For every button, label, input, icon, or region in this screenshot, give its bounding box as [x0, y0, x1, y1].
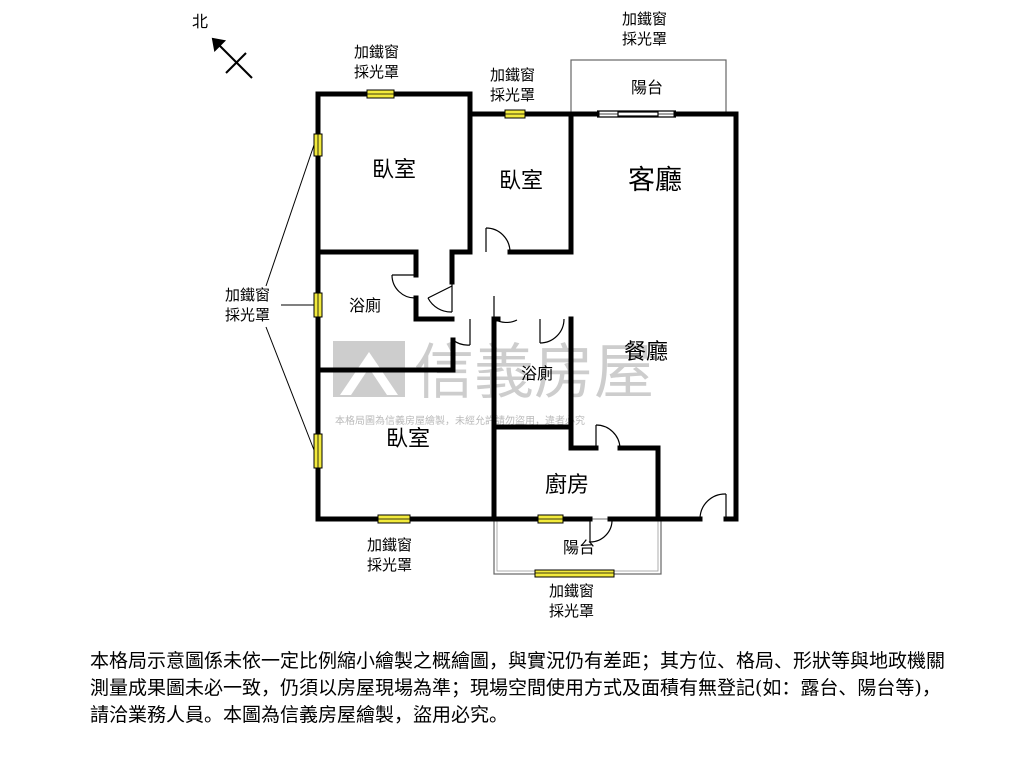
- room-bedroom-top-left: 臥室: [372, 158, 416, 183]
- room-dining: 餐廳: [624, 340, 668, 365]
- window-labels: 加鐵窗 採光罩 加鐵窗 採光罩 加鐵窗 採光罩 加鐵窗 採光罩 加鐵窗 採光罩 …: [225, 10, 667, 620]
- sliding-door-top: [597, 110, 676, 118]
- disclaimer-text: 本格局示意圖係未依一定比例縮小繪製之概繪圖，與實況仍有差距；其方位、格局、形狀等…: [90, 650, 946, 726]
- door-bedroom-bottom: [452, 319, 471, 346]
- door-corridor: [427, 282, 453, 313]
- door-bath-left: [391, 274, 417, 299]
- room-labels: 臥室 臥室 客廳 浴廁 餐廳 浴廁 臥室 廚房 陽台 陽台: [349, 78, 682, 557]
- room-living: 客廳: [628, 165, 682, 196]
- door-balcony-bottom: [589, 518, 613, 543]
- floor-plan: 信義房屋 本格局圖為信義房屋繪製，未經允許請勿盜用，違者必究 北: [192, 10, 739, 620]
- room-balcony-top: 陽台: [631, 78, 663, 97]
- window-balcony-bottom: [534, 569, 615, 578]
- room-bedroom-bottom: 臥室: [386, 427, 430, 452]
- door-entrance: [699, 493, 727, 520]
- window-label-top-left-l1: 加鐵窗: [354, 43, 399, 61]
- door-kitchen: [595, 424, 621, 449]
- window-label-bottom-left-l1: 加鐵窗: [367, 536, 412, 554]
- room-balcony-bottom: 陽台: [563, 538, 595, 557]
- watermark-notice: 本格局圖為信義房屋繪製，未經允許請勿盜用，違者必究: [335, 414, 585, 427]
- compass-north-label: 北: [192, 12, 208, 31]
- window-label-top-left-l2: 採光罩: [354, 63, 399, 81]
- room-bedroom-top-mid: 臥室: [499, 169, 543, 194]
- door-bedroom-mid: [485, 227, 511, 253]
- window-label-bottom-right-l2: 採光罩: [549, 602, 594, 620]
- window-label-top-mid-l1: 加鐵窗: [490, 66, 535, 84]
- window-label-top-mid-l2: 採光罩: [490, 86, 535, 104]
- walls: [315, 91, 739, 522]
- window-label-top-right-l2: 採光罩: [622, 30, 667, 48]
- north-arrow-icon: [211, 37, 253, 79]
- room-bathroom-left: 浴廁: [349, 296, 381, 315]
- window-label-top-right-l1: 加鐵窗: [622, 10, 667, 28]
- door-bath-mid: [493, 296, 565, 344]
- room-bathroom-mid: 浴廁: [521, 364, 553, 383]
- window-label-bottom-right-l1: 加鐵窗: [549, 582, 594, 600]
- doors: [391, 110, 727, 543]
- compass: 北: [192, 12, 253, 79]
- window-label-left-l1: 加鐵窗: [225, 286, 270, 304]
- window-label-left-l2: 採光罩: [225, 306, 270, 324]
- room-kitchen: 廚房: [545, 473, 589, 498]
- window-label-bottom-left-l2: 採光罩: [367, 556, 412, 574]
- leader-lines: [265, 144, 315, 451]
